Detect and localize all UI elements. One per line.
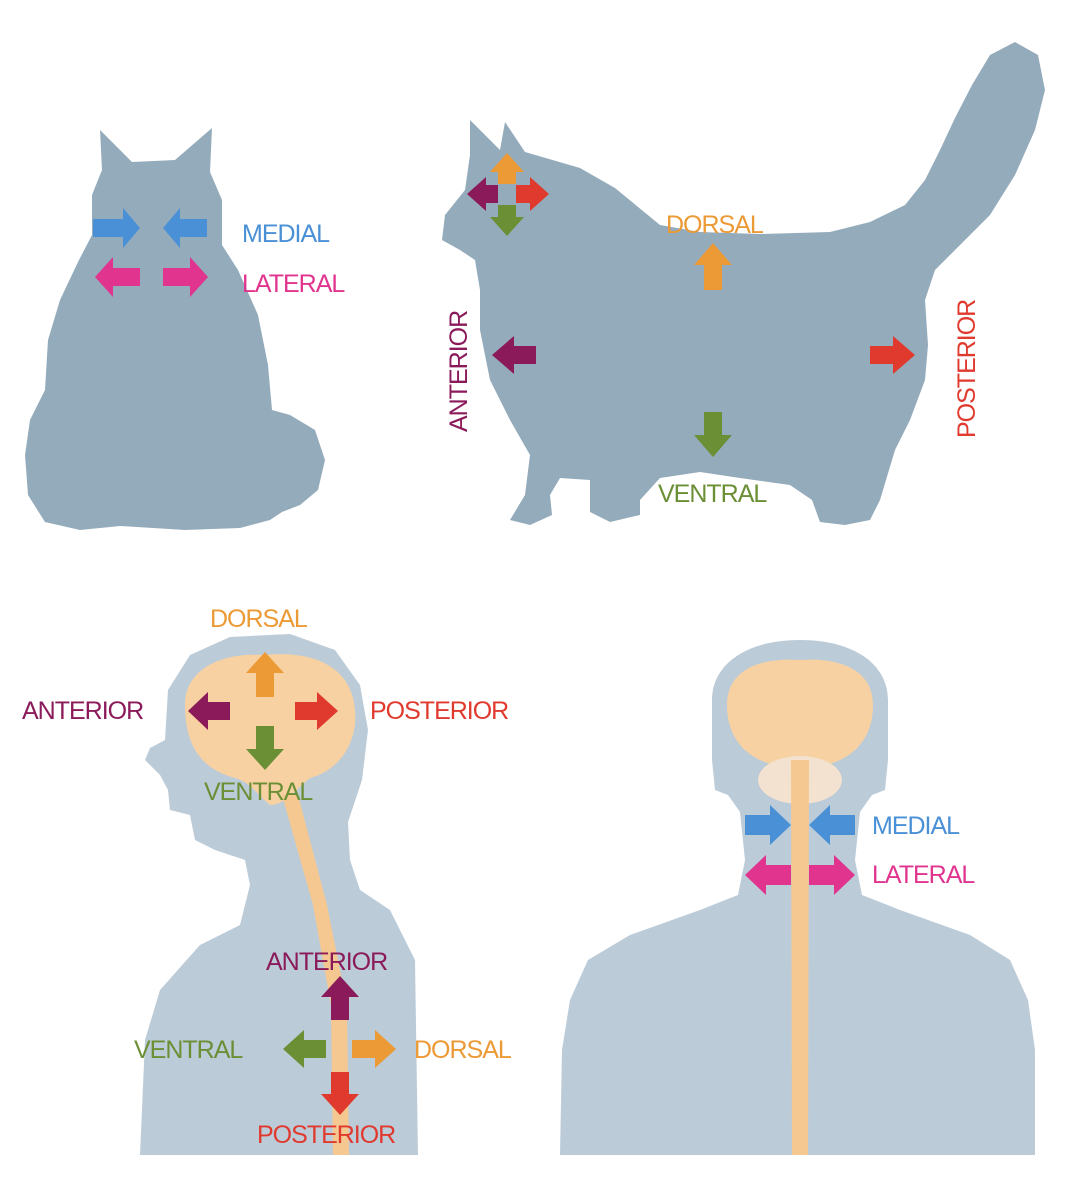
lateral-arrow-left [95,257,140,297]
head-ventral-arrow [490,205,524,236]
brain-ventral-arrow [246,726,284,770]
anterior-arrow [492,336,536,374]
spine-dorsal-label: DORSAL [414,1036,512,1064]
spine-posterior-arrow [321,1072,359,1115]
spinal-cord-side [282,795,349,1155]
spine-anterior-label: ANTERIOR [266,948,387,976]
posterior-label: POSTERIOR [953,300,981,438]
medial-arrow-right [809,805,855,845]
dorsal-label: DORSAL [666,211,764,239]
brain-posterior-arrow [295,692,338,730]
cat-side-view: DORSAL VENTRAL ANTERIOR POSTERIOR [442,42,1045,525]
cat-front-view: MEDIAL LATERAL [25,128,346,530]
spine-posterior-label: POSTERIOR [257,1121,395,1149]
spinal-cord-front [791,760,809,1155]
spine-ventral-arrow [283,1030,326,1068]
posterior-arrow [870,336,915,374]
dorsal-arrow [694,243,732,290]
brain-front [727,659,873,768]
lateral-arrow-left [745,855,791,895]
lateral-label: LATERAL [872,861,975,889]
cat-front-silhouette [25,128,325,530]
medial-arrow-left [745,805,791,845]
lateral-arrow-right [809,855,855,895]
ventral-label: VENTRAL [658,480,767,508]
lateral-label: LATERAL [242,270,345,298]
medial-label: MEDIAL [872,812,960,840]
posterior-label: POSTERIOR [370,697,508,725]
cat-side-silhouette [442,42,1045,525]
medial-arrow-right [163,208,207,248]
brain-anterior-arrow [188,692,230,730]
spine-dorsal-arrow [352,1030,396,1068]
medial-label: MEDIAL [242,220,330,248]
anterior-label: ANTERIOR [22,697,143,725]
medial-arrow-left [93,208,140,248]
dorsal-label: DORSAL [210,605,308,633]
brain-dorsal-arrow [246,652,284,697]
head-dorsal-arrow [490,153,524,184]
ventral-label: VENTRAL [204,778,313,806]
spine-anterior-arrow [321,976,359,1020]
head-anterior-arrow [467,177,498,211]
anterior-label: ANTERIOR [445,311,473,432]
ventral-arrow [694,412,732,457]
lateral-arrow-right [163,257,208,297]
human-front-view: MEDIAL LATERAL [560,640,1035,1155]
human-side-view: DORSAL ANTERIOR POSTERIOR VENTRAL ANTERI… [22,605,513,1155]
spine-ventral-label: VENTRAL [134,1036,243,1064]
head-posterior-arrow [516,177,549,211]
